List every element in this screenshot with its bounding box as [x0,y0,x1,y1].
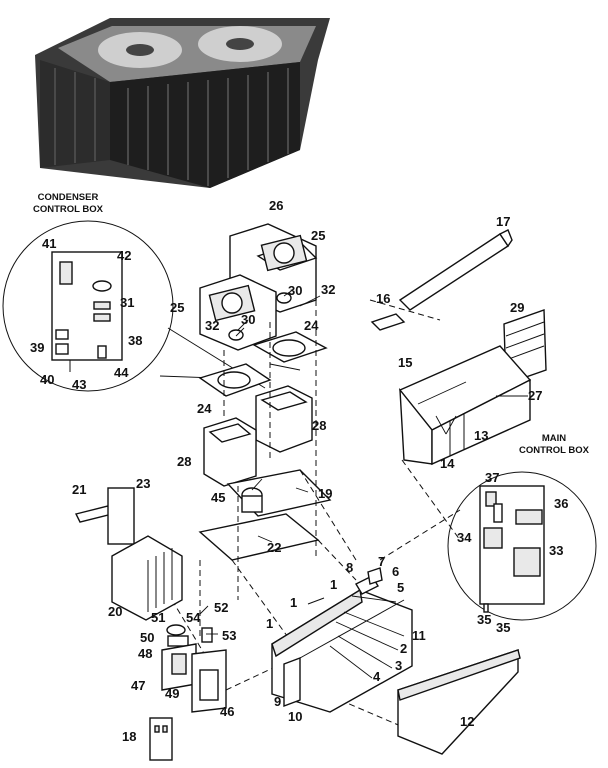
part-label-2: 2 [400,641,407,656]
part-label-52: 52 [214,600,228,615]
main-callout-line2: CONTROL BOX [519,445,590,456]
part-label-35b: 35 [496,620,510,635]
part-label-34: 34 [457,530,472,545]
fan-assemblies [198,223,328,397]
part-label-12: 12 [460,714,474,729]
part-label-19: 19 [318,486,332,501]
part-label-33: 33 [549,543,563,558]
part-label-25b: 25 [170,300,184,315]
part-label-20: 20 [108,604,122,619]
part-label-47: 47 [131,678,145,693]
part-label-42: 42 [117,248,131,263]
part-label-43: 43 [72,377,86,392]
left-assembly [74,487,183,621]
part-label-39: 39 [30,340,44,355]
part-label-53: 53 [222,628,236,643]
part-label-17: 17 [496,214,510,229]
part-label-44: 44 [114,365,129,380]
part-label-40: 40 [40,372,54,387]
part-label-3: 3 [395,658,402,673]
main-callout-line1: MAIN [542,433,566,444]
part-label-36: 36 [554,496,568,511]
part-label-26: 26 [269,198,283,213]
condenser-callout-line1: CONDENSER [38,192,99,203]
part-label-30b: 30 [241,312,255,327]
unit-photo [35,18,330,188]
base-pans [198,469,332,561]
part-label-37: 37 [485,470,499,485]
part-label-9: 9 [274,694,281,709]
part-label-48: 48 [138,646,152,661]
part-label-54: 54 [186,610,201,625]
part-label-29: 29 [510,300,524,315]
part-label-23: 23 [136,476,150,491]
part-label-24a: 24 [304,318,319,333]
part-label-41: 41 [42,236,56,251]
part-label-27: 27 [528,388,542,403]
part-label-21: 21 [72,482,86,497]
part-label-28b: 28 [177,454,191,469]
condenser-callout-line2: CONTROL BOX [33,204,104,215]
part-label-10: 10 [288,709,302,724]
part-label-13: 13 [474,428,488,443]
part-label-38: 38 [128,333,142,348]
condenser-control-box-callout: CONDENSER CONTROL BOX [2,192,174,392]
part-label-32b: 32 [205,318,219,333]
part-label-28a: 28 [312,418,326,433]
part-label-15: 15 [398,355,412,370]
part-label-51: 51 [151,610,165,625]
part-label-4: 4 [373,669,381,684]
part-label-1c: 1 [266,616,273,631]
part-label-32a: 32 [321,282,335,297]
part-label-49: 49 [165,686,179,701]
part-label-6: 6 [392,564,399,579]
part-label-24b: 24 [197,401,212,416]
top-right-panels [370,229,547,466]
part-label-30a: 30 [288,283,302,298]
part-label-45: 45 [211,490,225,505]
part-label-50: 50 [140,630,154,645]
main-base [271,567,521,755]
part-label-18: 18 [122,729,136,744]
part-label-31: 31 [120,295,134,310]
part-labels: 1 1 1 2 3 4 5 6 7 8 9 10 11 12 13 14 15 … [30,198,568,744]
part-label-8: 8 [346,560,353,575]
part-label-22: 22 [267,540,281,555]
part-label-1a: 1 [330,577,337,592]
part-label-7: 7 [378,554,385,569]
part-label-1b: 1 [290,595,297,610]
bottom-left-parts [149,624,227,761]
part-label-11: 11 [412,628,426,643]
part-label-16: 16 [376,291,390,306]
part-label-25a: 25 [311,228,325,243]
part-label-46: 46 [220,704,234,719]
part-label-14: 14 [440,456,455,471]
label-leaders [199,288,528,679]
part-label-35a: 35 [477,612,491,627]
part-label-5: 5 [397,580,404,595]
main-control-box-callout: MAIN CONTROL BOX [447,433,597,621]
